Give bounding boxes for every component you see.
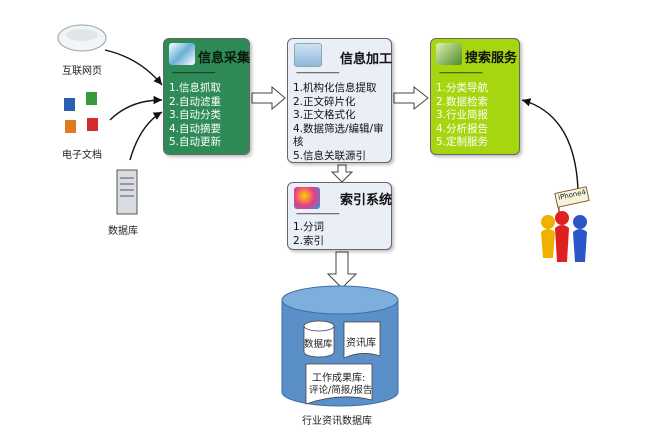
collect-box: 信息采集 ------------------- 1.信息抓取 2.自动滤重 3… bbox=[163, 38, 250, 155]
arrow-index-to-repository bbox=[326, 251, 358, 289]
search-item: 5.定制服务 bbox=[436, 136, 489, 148]
process-item: 1.机构化信息提取 bbox=[293, 82, 377, 94]
process-item: 5.信息关联源引 bbox=[293, 149, 367, 162]
repository-caption: 行业资讯数据库 bbox=[302, 416, 372, 427]
index-thumbnail-icon bbox=[294, 187, 320, 209]
index-separator: ------------------- bbox=[296, 209, 340, 219]
repository-cylinder bbox=[281, 285, 399, 407]
index-list: 1.分词 2.索引 bbox=[293, 221, 324, 248]
collect-list: 1.信息抓取 2.自动滤重 3.自动分类 4.自动摘要 5.自动更新 bbox=[169, 82, 221, 150]
collect-item: 3.自动分类 bbox=[169, 109, 222, 121]
index-item: 2.索引 bbox=[293, 234, 325, 247]
arrow-process-to-index bbox=[330, 164, 354, 183]
search-item: 3.行业简报 bbox=[436, 109, 489, 121]
documents-source-label: 电子文档 bbox=[62, 150, 102, 161]
search-list: 1.分类导航 2.数据检索 3.行业简报 4.分析报告 5.定制服务 bbox=[436, 82, 488, 150]
index-box: 索引系统 ------------------- 1.分词 2.索引 bbox=[287, 182, 392, 250]
arrow-docs-to-collect bbox=[109, 95, 163, 121]
repository-work-sublabel: 评论/简报/报告 bbox=[309, 385, 373, 396]
index-item: 1.分词 bbox=[293, 221, 325, 233]
search-title: 搜索服务 bbox=[465, 51, 518, 66]
process-box: 信息加工 ------------------- 1.机构化信息提取 2.正文碎… bbox=[287, 38, 392, 163]
internet-icon bbox=[57, 24, 107, 52]
search-box: 搜索服务 ------------------- 1.分类导航 2.数据检索 3… bbox=[430, 38, 520, 155]
collect-item: 2.自动滤重 bbox=[169, 95, 222, 108]
search-item: 2.数据检索 bbox=[436, 95, 489, 108]
database-source-label: 数据库 bbox=[108, 226, 138, 237]
arrow-users-to-search bbox=[521, 98, 579, 191]
process-item: 2.正文碎片化 bbox=[293, 95, 356, 108]
collect-item: 4.自动摘要 bbox=[169, 122, 222, 135]
process-list: 1.机构化信息提取 2.正文碎片化 3.正文格式化 4.数据筛选/编辑/审核 5… bbox=[293, 82, 391, 163]
repository-news-label: 资讯库 bbox=[346, 338, 376, 349]
internet-source-label: 互联网页 bbox=[62, 66, 102, 77]
index-title: 索引系统 bbox=[340, 193, 393, 208]
process-item: 3.正文格式化 bbox=[293, 109, 356, 121]
search-thumbnail-icon bbox=[436, 43, 462, 65]
process-separator: ------------------- bbox=[296, 68, 340, 78]
collect-title: 信息采集 bbox=[198, 51, 251, 66]
collect-item: 5.自动更新 bbox=[169, 136, 222, 148]
arrow-process-to-search bbox=[393, 85, 429, 111]
arrow-db-to-collect bbox=[129, 111, 163, 161]
arrow-internet-to-collect bbox=[104, 49, 163, 86]
repository-work-label: 工作成果库: bbox=[312, 373, 366, 384]
document-icons bbox=[64, 92, 98, 133]
process-title: 信息加工 bbox=[340, 52, 393, 67]
arrow-collect-to-process bbox=[251, 85, 286, 111]
collect-separator: ------------------- bbox=[172, 68, 216, 78]
repository-db-label: 数据库 bbox=[304, 339, 333, 350]
search-separator: ------------------- bbox=[439, 68, 483, 78]
users-figures bbox=[541, 186, 590, 262]
process-thumbnail-icon bbox=[294, 43, 322, 67]
collect-item: 1.信息抓取 bbox=[169, 82, 222, 94]
search-item: 4.分析报告 bbox=[436, 122, 489, 135]
server-icon bbox=[116, 169, 138, 215]
search-item: 1.分类导航 bbox=[436, 82, 489, 94]
collect-thumbnail-icon bbox=[169, 43, 195, 65]
process-item: 4.数据筛选/编辑/审核 bbox=[293, 122, 384, 149]
